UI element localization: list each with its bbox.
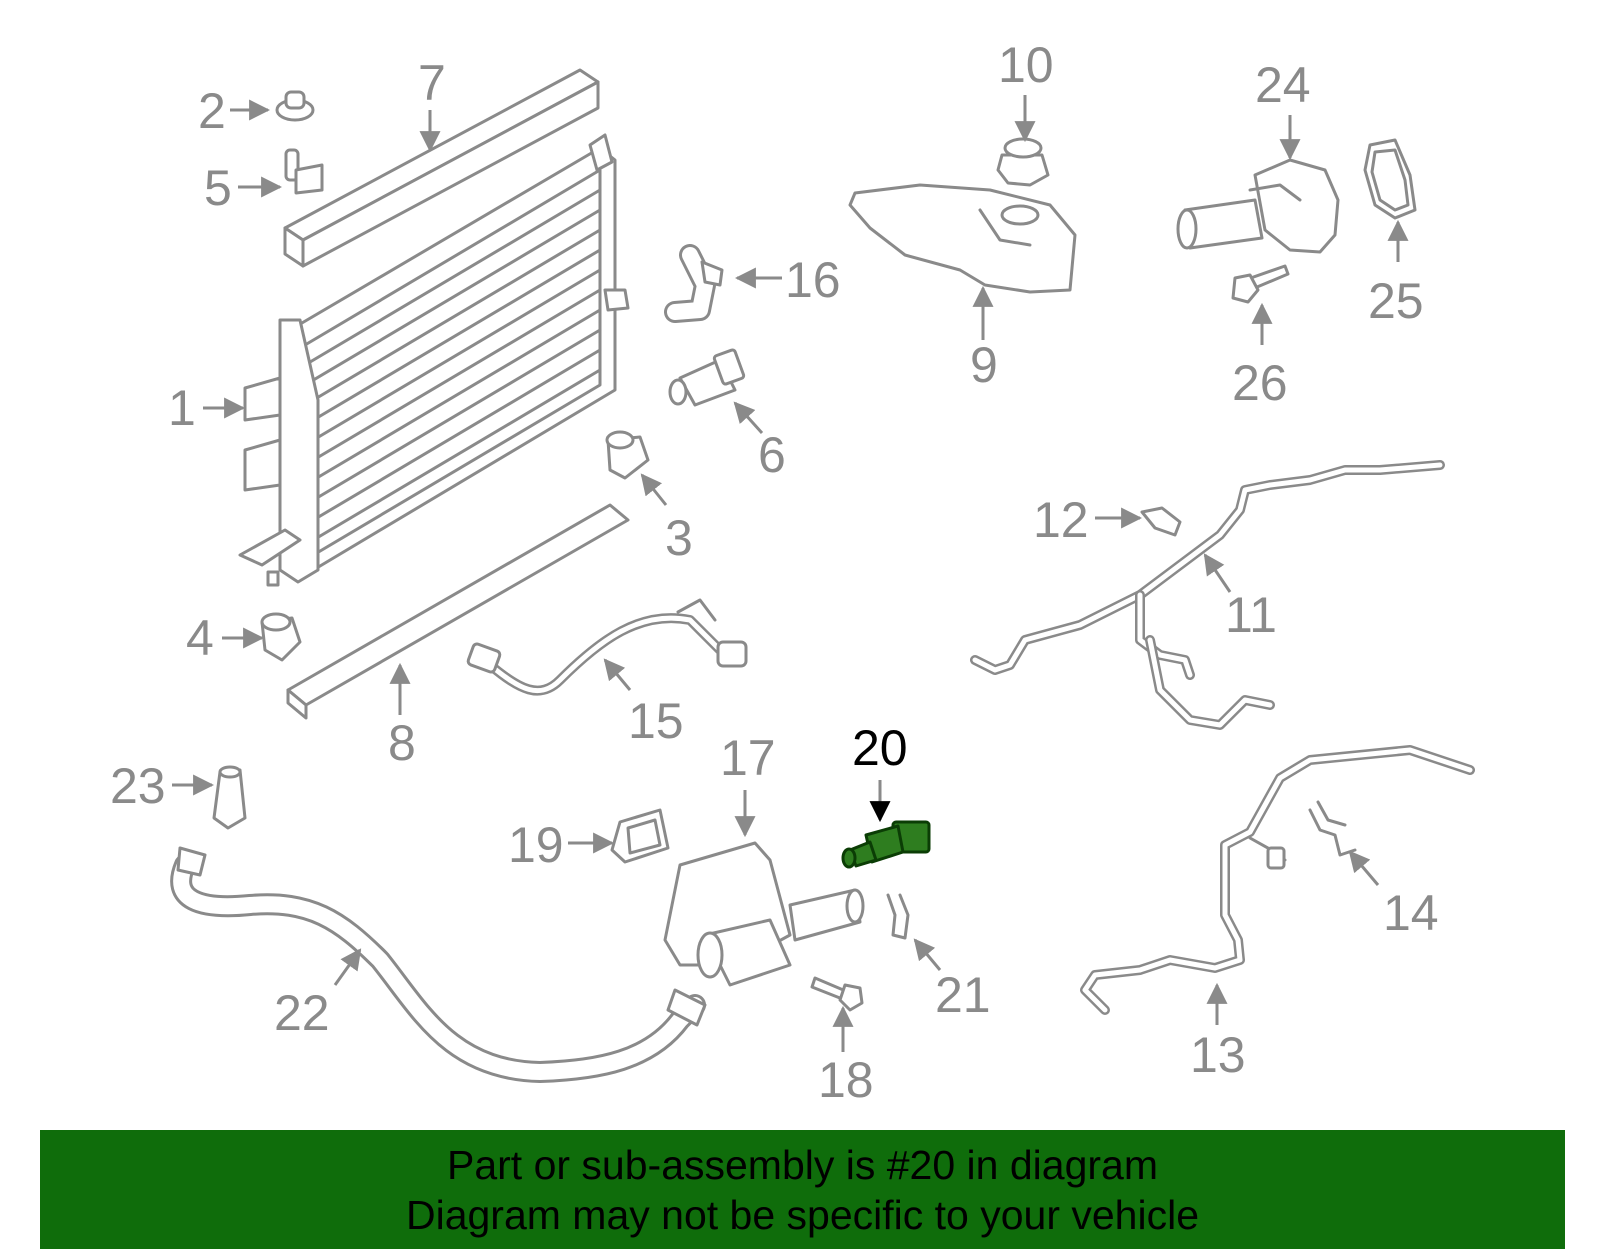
callout-labels: 1 2 3 4 5 6 7 8 9 10 11 12 13 14 15 16 1… [110,37,1439,1108]
callout-26: 26 [1232,355,1288,411]
banner-line-2: Diagram may not be specific to your vehi… [405,1192,1199,1238]
part-24-housing [1176,158,1340,254]
part-13-pipe [1080,745,1475,1015]
callout-4: 4 [186,610,214,666]
part-6-sensor [668,348,746,407]
parts-diagram: 1 2 3 4 5 6 7 8 9 10 11 12 13 14 15 16 1… [110,37,1475,1108]
callout-arrows [172,95,1409,1052]
callout-5: 5 [204,160,232,216]
callout-6: 6 [758,427,786,483]
part-2-clip [275,90,315,122]
part-20-highlighted-sensor [841,820,931,869]
part-1-radiator [238,133,630,587]
part-16-hose [664,244,724,323]
info-banner: Part or sub-assembly is #20 in diagram D… [40,1130,1565,1249]
callout-18: 18 [818,1052,874,1108]
callout-14: 14 [1383,885,1439,941]
part-25-gasket [1363,138,1417,220]
callout-12: 12 [1033,492,1089,548]
callout-8: 8 [388,715,416,771]
part-23-fitting [212,765,247,830]
part-21-clip [886,893,910,940]
callout-17: 17 [720,730,776,786]
callout-1: 1 [168,380,196,436]
banner-line-1: Part or sub-assembly is #20 in diagram [447,1142,1158,1188]
callout-24: 24 [1255,57,1311,113]
callout-9: 9 [970,337,998,393]
part-22-lower-hose [170,846,707,1083]
callout-2: 2 [198,83,226,139]
callout-16: 16 [785,252,841,308]
callout-20: 20 [852,720,908,776]
callout-10: 10 [998,37,1054,93]
part-18-bolt [810,976,864,1012]
part-5-bracket [284,148,324,195]
callout-21: 21 [935,967,991,1023]
callout-19: 19 [508,817,564,873]
callout-22: 22 [274,985,330,1041]
callout-25: 25 [1368,273,1424,329]
part-10-cap [996,137,1050,187]
part-12-clip [1140,506,1182,537]
part-26-bolt [1231,264,1290,304]
part-15-harness [466,598,748,696]
part-17-thermostat-assembly [663,841,865,987]
part-4-mount [260,612,302,662]
callout-7: 7 [418,55,446,111]
callout-23: 23 [110,758,166,814]
part-3-mount [605,430,650,480]
callout-11: 11 [1225,587,1277,643]
part-9-reservoir [848,183,1077,294]
callout-3: 3 [665,510,693,566]
part-8-lower-seal [286,503,630,720]
part-19-gasket [610,808,670,864]
part-14-bracket [1308,800,1357,857]
callout-15: 15 [628,693,684,749]
part-11-hose-assembly [970,460,1445,730]
callout-13: 13 [1190,1027,1246,1083]
part-7-upper-seal [283,68,600,268]
